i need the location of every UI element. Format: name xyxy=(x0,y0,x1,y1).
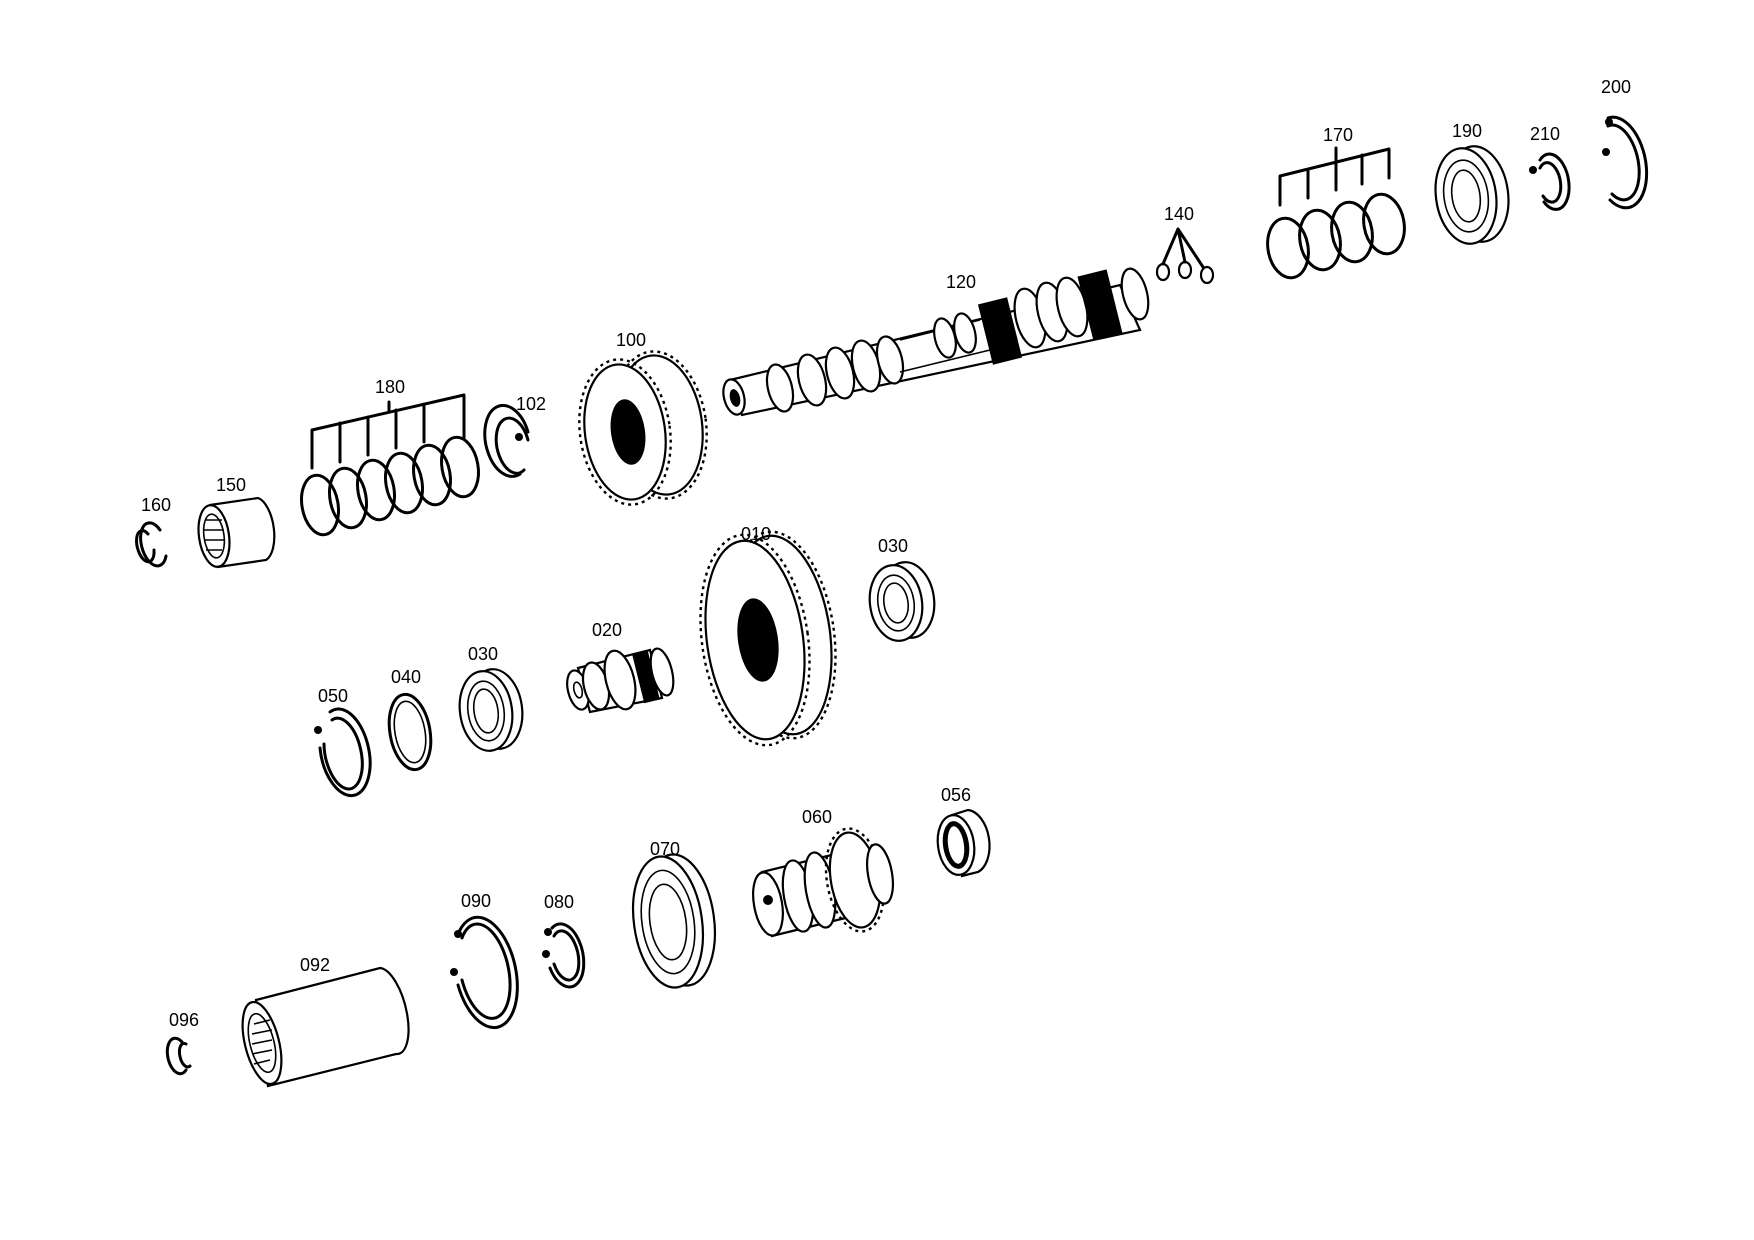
label-050: 050 xyxy=(318,686,348,706)
part-170-shim-rings xyxy=(1266,146,1406,280)
label-180: 180 xyxy=(375,377,405,397)
label-040: 040 xyxy=(391,667,421,687)
label-170: 170 xyxy=(1323,125,1353,145)
label-090: 090 xyxy=(461,891,491,911)
label-120: 120 xyxy=(946,272,976,292)
part-200-circlip xyxy=(1602,115,1649,210)
part-080-snap-ring xyxy=(542,922,586,989)
label-092: 092 xyxy=(300,955,330,975)
label-100: 100 xyxy=(616,330,646,350)
label-070: 070 xyxy=(650,839,680,859)
label-102: 102 xyxy=(516,394,546,414)
part-096-snap-ring xyxy=(165,1036,192,1076)
part-210-snap-ring xyxy=(1529,152,1571,211)
part-120-main-shaft xyxy=(722,267,1150,417)
part-090-circlip xyxy=(450,915,519,1030)
part-010-gear xyxy=(699,530,837,747)
label-010: 010 xyxy=(741,524,771,544)
label-190: 190 xyxy=(1452,121,1482,141)
label-096: 096 xyxy=(169,1010,199,1030)
part-050-circlip xyxy=(314,707,372,798)
part-180-shim-rings xyxy=(300,393,480,537)
label-160: 160 xyxy=(141,495,171,515)
part-092-sleeve xyxy=(241,966,410,1088)
label-210: 210 xyxy=(1530,124,1560,144)
label-030-right: 030 xyxy=(878,536,908,556)
part-160-snap-ring xyxy=(135,521,168,568)
part-060-pinion xyxy=(752,827,895,938)
label-150: 150 xyxy=(216,475,246,495)
part-140-balls xyxy=(1155,227,1215,285)
label-056: 056 xyxy=(941,785,971,805)
part-102-snap-ring xyxy=(483,403,530,478)
part-040-ring xyxy=(387,692,433,772)
part-190-bearing xyxy=(1434,145,1510,245)
part-020-shaft xyxy=(566,647,675,714)
part-150-needle-sleeve xyxy=(197,496,276,569)
label-060: 060 xyxy=(802,807,832,827)
part-070-bearing xyxy=(632,853,716,989)
label-140: 140 xyxy=(1164,204,1194,224)
label-020: 020 xyxy=(592,620,622,640)
label-200: 200 xyxy=(1601,77,1631,97)
label-030-left: 030 xyxy=(468,644,498,664)
part-030-bearing-right xyxy=(868,561,936,642)
part-056-ring xyxy=(936,808,991,878)
part-100-gear xyxy=(578,350,708,506)
label-080: 080 xyxy=(544,892,574,912)
part-030-bearing-left xyxy=(458,668,524,752)
